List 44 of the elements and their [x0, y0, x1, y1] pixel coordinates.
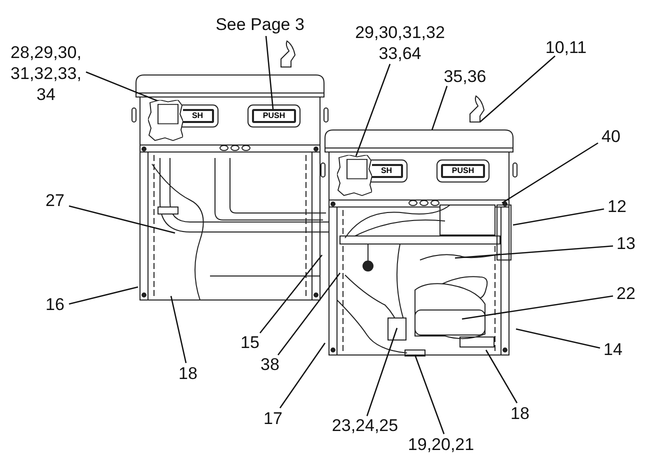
- leader-line: [454, 245, 614, 259]
- callout-number: 38: [257, 354, 283, 375]
- leader-line: [279, 342, 326, 408]
- callout-number: 18: [175, 363, 201, 384]
- leader-line: [516, 328, 600, 349]
- callout-number: 28,29,30, 31,32,33, 34: [2, 42, 90, 105]
- push-button: SH: [183, 109, 214, 123]
- push-button: SH: [372, 164, 403, 178]
- callout-number: 16: [42, 294, 68, 315]
- leader-line: [170, 296, 187, 364]
- leader-line: [68, 286, 138, 305]
- valve-cover-drawing: [148, 100, 183, 142]
- callout-number: 23,24,25: [325, 415, 405, 436]
- callout-number: 22: [613, 283, 639, 304]
- callout-number: 40: [598, 126, 624, 147]
- callout-number: 27: [42, 190, 68, 211]
- callout-number: 12: [604, 196, 630, 217]
- leader-line: [485, 350, 518, 404]
- leader-line: [355, 64, 391, 156]
- leader-line: [480, 56, 556, 122]
- leader-line: [68, 205, 176, 234]
- leader-line: [277, 272, 341, 356]
- callout-number: 35,36: [440, 66, 490, 87]
- callout-number: See Page 3: [210, 14, 310, 35]
- leader-line: [414, 354, 445, 434]
- push-button: PUSH: [252, 109, 296, 123]
- leader-line: [462, 295, 614, 320]
- callout-number: 17: [260, 408, 286, 429]
- callout-number: 10,11: [540, 37, 592, 58]
- valve-cover-drawing: [337, 155, 372, 197]
- push-button: PUSH: [441, 164, 485, 178]
- leader-line: [431, 86, 448, 130]
- callout-number: 14: [600, 339, 626, 360]
- leader-line: [512, 208, 604, 226]
- callout-number: 18: [507, 403, 533, 424]
- leader-line: [502, 142, 598, 204]
- callout-number: 19,20,21: [400, 434, 482, 455]
- leader-line: [366, 328, 398, 416]
- leader-line: [86, 71, 158, 102]
- callout-number: 15: [237, 332, 263, 353]
- leader-line: [260, 254, 322, 334]
- callout-number: 13: [613, 233, 639, 254]
- callout-number: 29,30,31,32 33,64: [345, 22, 455, 64]
- leader-line: [265, 36, 274, 110]
